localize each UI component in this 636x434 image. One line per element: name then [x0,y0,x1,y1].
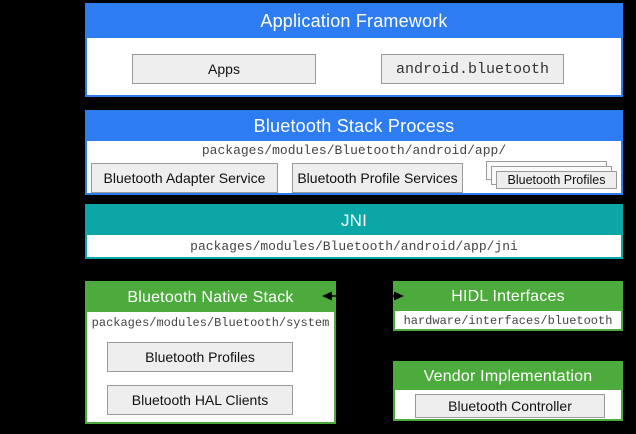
section-vendor-implementation: Vendor Implementation Bluetooth Controll… [393,361,623,421]
bluetooth-controller-box: Bluetooth Controller [415,394,605,418]
section-bluetooth-stack-process: Bluetooth Stack Process packages/modules… [85,110,623,195]
section-hidl-interfaces: HIDL Interfaces hardware/interfaces/blue… [393,281,623,331]
bluetooth-profiles-box: Bluetooth Profiles [107,342,293,372]
bluetooth-native-stack-path: packages/modules/Bluetooth/system [91,316,330,330]
section-application-framework: Application Framework Apps android.bluet… [85,3,623,97]
bluetooth-profile-services-box: Bluetooth Profile Services [292,163,463,193]
hidl-interfaces-path: hardware/interfaces/bluetooth [403,314,613,328]
android-bluetooth-box: android.bluetooth [381,54,564,84]
apps-box: Apps [132,54,316,84]
application-framework-header: Application Framework [87,5,621,38]
bluetooth-adapter-service-box: Bluetooth Adapter Service [91,163,278,193]
hidl-interfaces-header: HIDL Interfaces [395,283,621,311]
section-jni: JNI packages/modules/Bluetooth/android/a… [85,204,623,259]
jni-path: packages/modules/Bluetooth/android/app/j… [190,239,518,254]
bluetooth-profiles-stack-box: Bluetooth Profiles [496,171,617,189]
vendor-implementation-header: Vendor Implementation [395,363,621,390]
bluetooth-hal-clients-box: Bluetooth HAL Clients [107,385,293,415]
bluetooth-stack-process-path: packages/modules/Bluetooth/android/app/ [201,143,507,158]
bluetooth-native-stack-header: Bluetooth Native Stack [87,283,334,312]
jni-header: JNI [87,206,621,235]
native-hidl-bidirectional-arrow-icon [322,291,404,301]
bluetooth-stack-process-header: Bluetooth Stack Process [87,112,621,141]
section-bluetooth-native-stack: Bluetooth Native Stack packages/modules/… [85,281,336,424]
